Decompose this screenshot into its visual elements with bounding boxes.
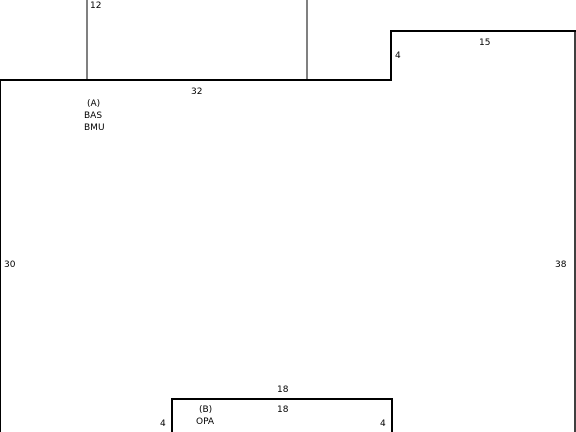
area-a-label: (A) BAS BMU — [84, 98, 105, 134]
dimension-4-step: 4 — [395, 51, 401, 61]
area-b-label: (B) OPA — [196, 404, 214, 428]
dimension-38: 38 — [555, 260, 567, 270]
dimension-12: 12 — [90, 1, 102, 11]
area-b-line1: OPA — [196, 417, 215, 427]
area-a-line1: BAS — [84, 111, 103, 121]
dimension-18-outer: 18 — [277, 385, 289, 395]
wall-area-b — [171, 398, 393, 432]
dimension-4-left: 4 — [160, 419, 166, 429]
area-b-id: (B) — [199, 405, 213, 415]
dimension-32: 32 — [191, 87, 203, 97]
dimension-4-right: 4 — [380, 419, 386, 429]
area-a-id: (A) — [87, 99, 101, 109]
area-a-line2: BMU — [84, 123, 105, 133]
dimension-15: 15 — [479, 38, 491, 48]
dimension-18-inner: 18 — [277, 405, 289, 415]
dimension-30: 30 — [4, 260, 16, 270]
wall-main-outline — [0, 30, 576, 432]
